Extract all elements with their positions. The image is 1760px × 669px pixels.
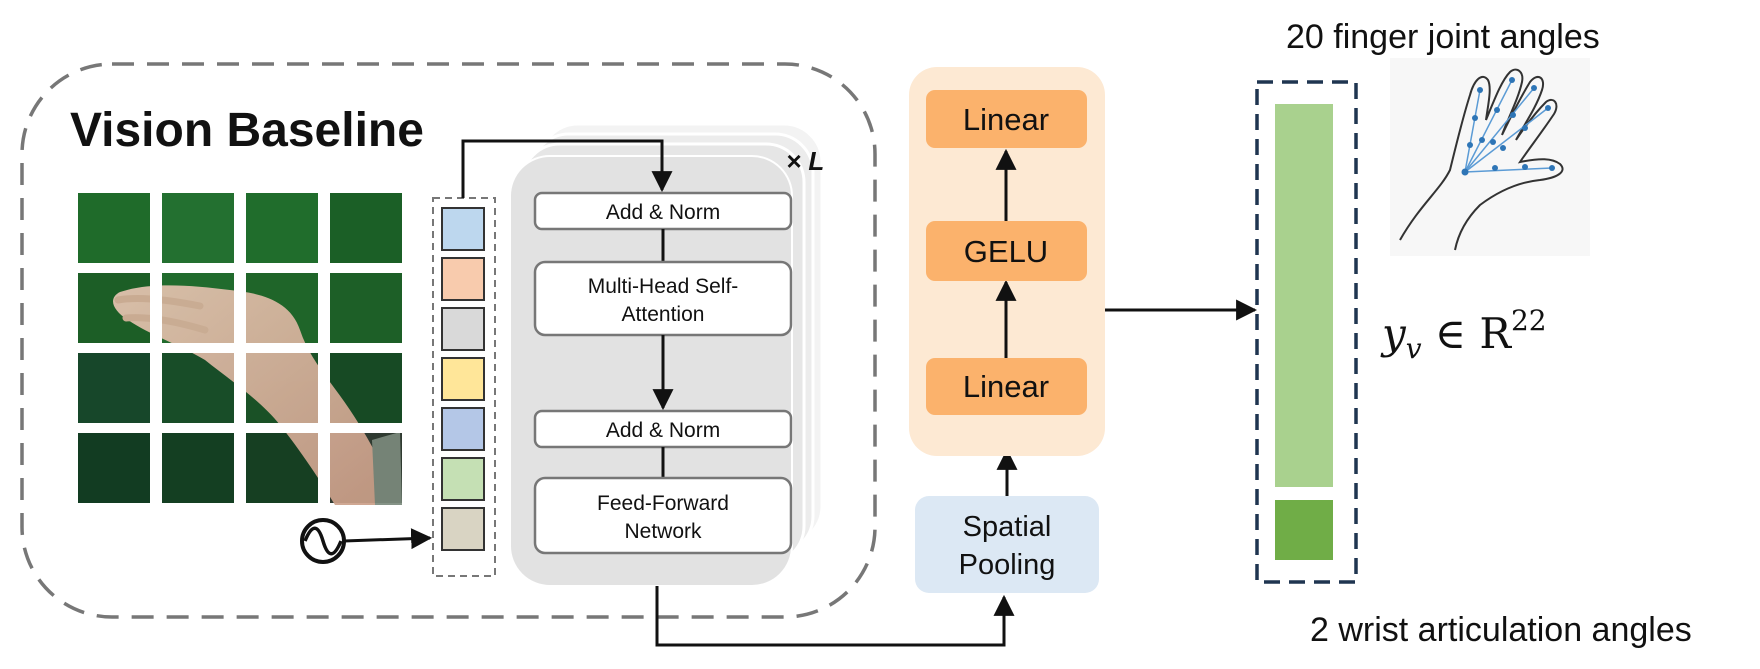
ffn-label-line2: Network — [624, 520, 702, 543]
token-embedding — [441, 207, 485, 251]
wrist-angles-label: 2 wrist articulation angles — [1310, 611, 1692, 649]
token-embeddings — [441, 207, 485, 551]
attention-label-line2: Attention — [622, 303, 705, 326]
token-embedding — [441, 257, 485, 301]
token-embedding — [441, 307, 485, 351]
add-norm-bottom-label: Add & Norm — [606, 419, 720, 442]
image-patch-grid — [74, 190, 406, 508]
feed-forward-block — [533, 476, 793, 555]
output-formula: yv ∈ R22 — [1380, 304, 1547, 365]
attention-label-line1: Multi-Head Self- — [588, 275, 739, 298]
repeat-marker: × L — [786, 146, 824, 176]
patch-row-1 — [78, 193, 402, 263]
gelu-label: GELU — [964, 234, 1048, 269]
ffn-label-line1: Feed-Forward — [597, 492, 729, 515]
pooling-label-line2: Pooling — [959, 549, 1056, 581]
wrist-angles-bar — [1275, 500, 1333, 560]
finger-angles-label: 20 finger joint angles — [1286, 18, 1600, 56]
positional-encoding-icon — [300, 518, 346, 564]
pos-encoding-arrow — [343, 528, 433, 550]
linear-bottom-label: Linear — [963, 369, 1049, 404]
vision-baseline-title: Vision Baseline — [70, 104, 424, 157]
pooling-label-line1: Spatial — [963, 511, 1052, 543]
spatial-pooling-block — [915, 496, 1099, 593]
token-embedding — [441, 357, 485, 401]
token-embedding — [441, 457, 485, 501]
add-norm-top-label: Add & Norm — [606, 201, 720, 224]
token-embedding — [441, 407, 485, 451]
linear-bottom-block — [926, 358, 1087, 415]
finger-angles-bar — [1275, 104, 1333, 487]
transformer-to-pooling-arrow — [655, 586, 1015, 647]
hand-keypoint-icon — [1390, 58, 1590, 256]
token-embedding — [441, 507, 485, 551]
gelu-block — [926, 221, 1087, 281]
linear-top-block — [926, 90, 1087, 148]
vision-baseline-container — [20, 62, 877, 619]
tokens-to-transformer-arrow — [461, 139, 673, 198]
linear-top-label: Linear — [963, 102, 1049, 137]
